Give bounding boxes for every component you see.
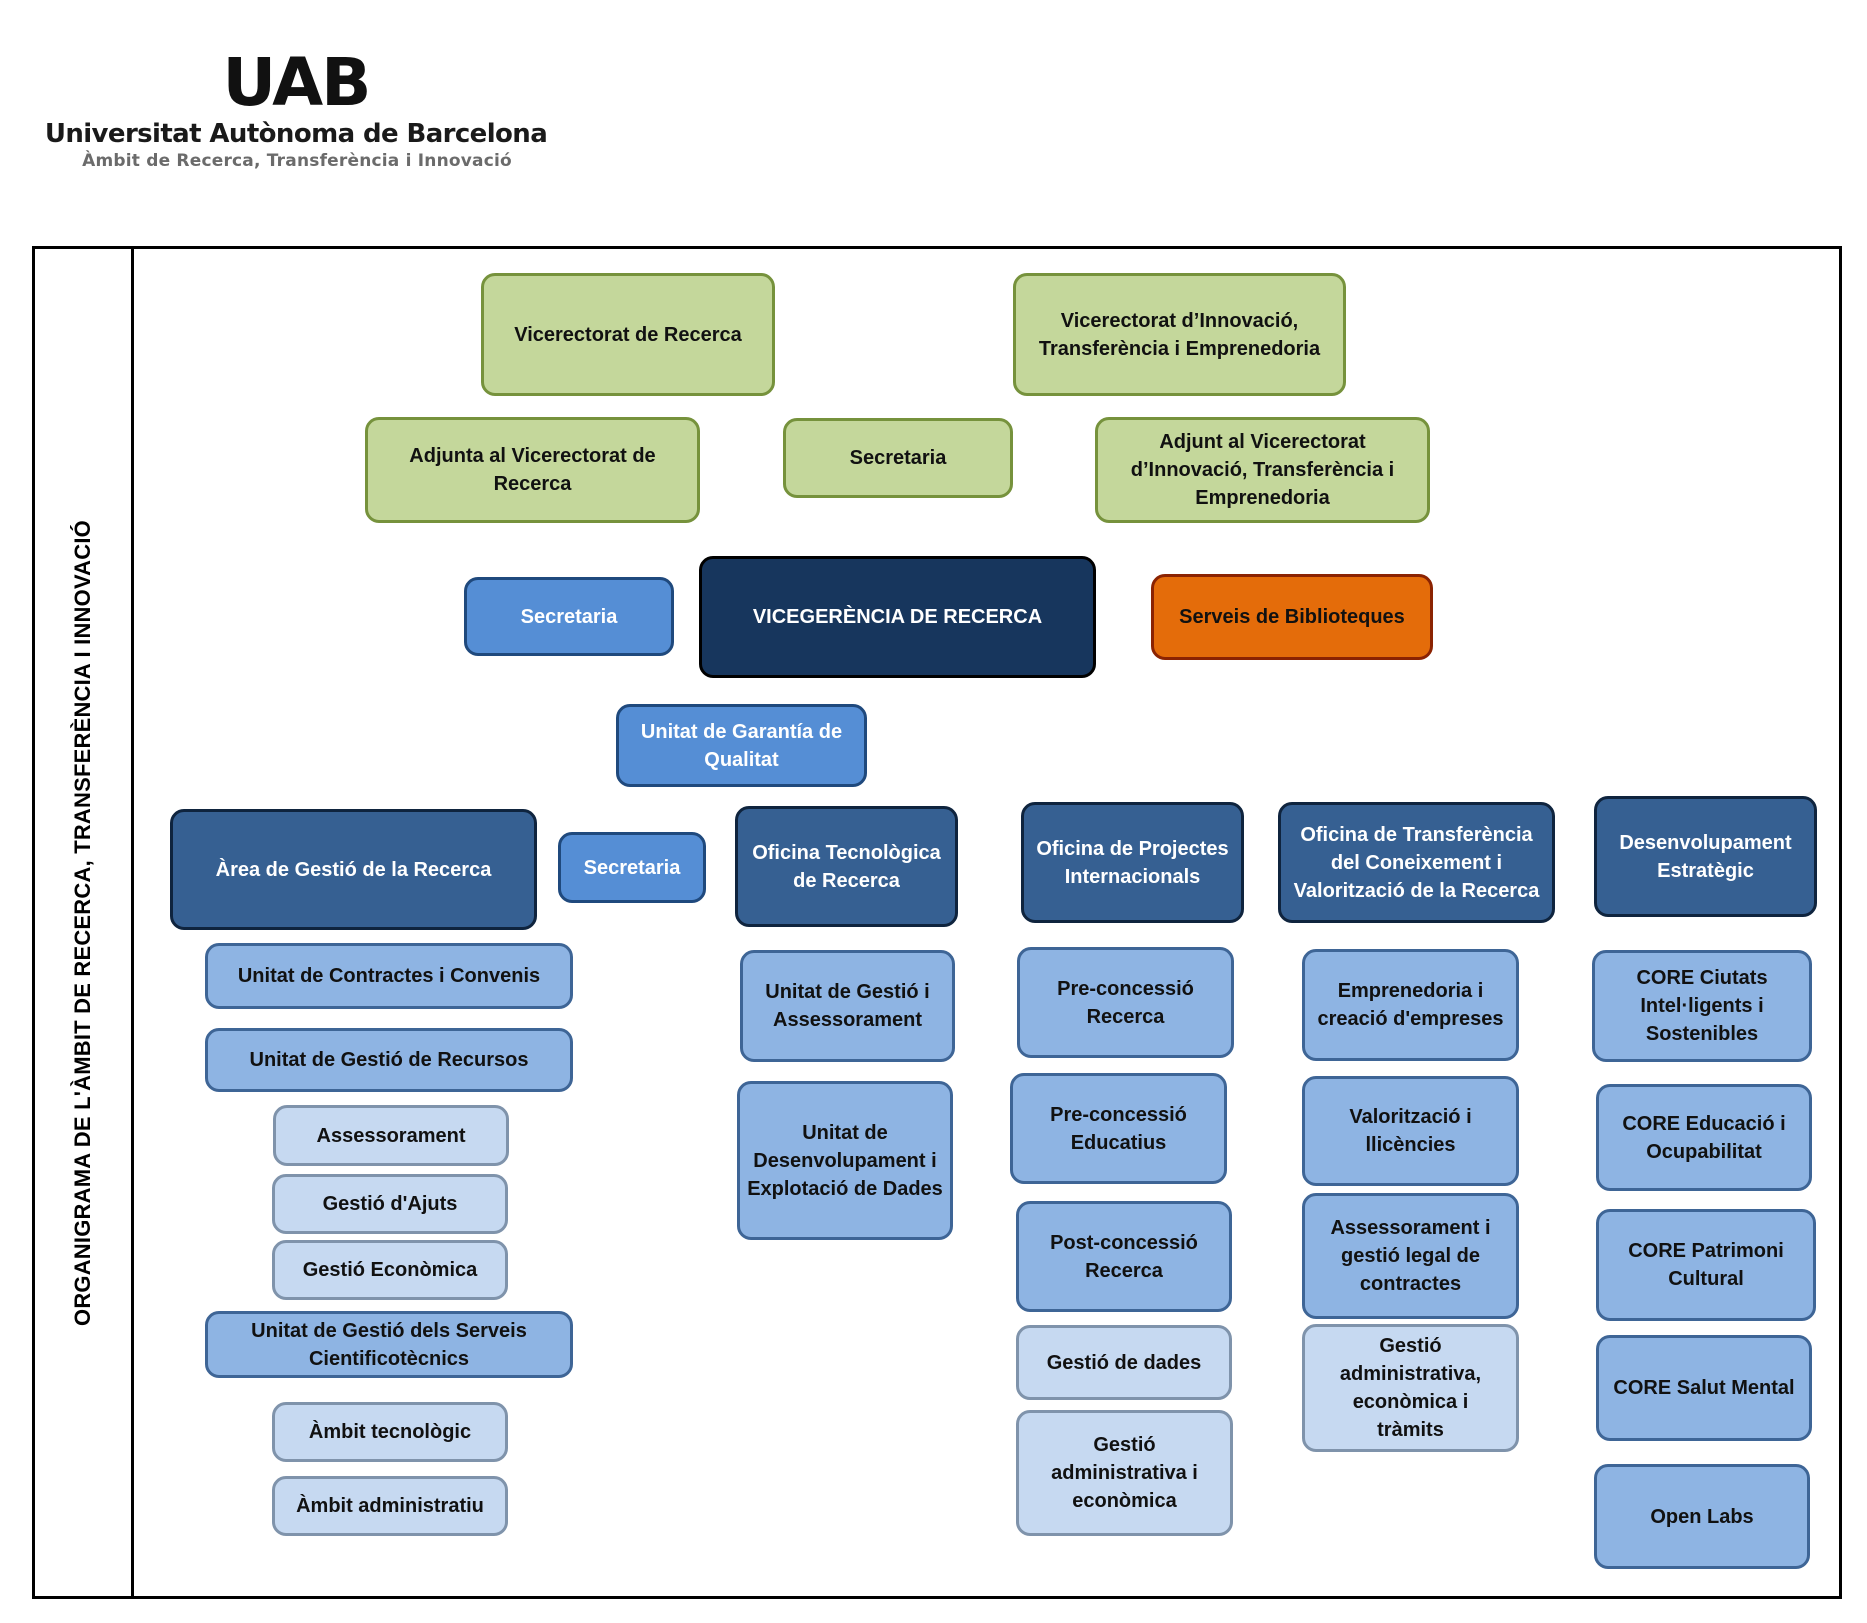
box-core-patrimoni: CORE Patrimoni Cultural <box>1596 1209 1816 1321</box>
box-secretaria-area: Secretaria <box>558 832 706 903</box>
box-label: Àmbit administratiu <box>296 1495 484 1517</box>
box-label: Gestió administrativa, econòmica i tràmi… <box>1339 1335 1482 1441</box>
box-emprenedoria: Emprenedoria i creació d'empreses <box>1302 949 1519 1061</box>
box-ambit-tecnologic: Àmbit tecnològic <box>272 1402 508 1462</box>
box-core-educacio: CORE Educació i Ocupabilitat <box>1596 1084 1812 1191</box>
box-label: Unitat de Garantía de Qualitat <box>640 720 843 771</box>
box-label: CORE Educació i Ocupabilitat <box>1622 1112 1786 1163</box>
box-label: Oficina de Transferència del Coneixement… <box>1293 823 1540 902</box>
box-label: Àrea de Gestió de la Recerca <box>215 858 492 881</box>
box-unitat-desenvolupament-dades: Unitat de Desenvolupament i Explotació d… <box>737 1081 953 1240</box>
box-label: Unitat de Contractes i Convenis <box>237 965 541 987</box>
box-label: Adjunta al Vicerectorat de Recerca <box>409 445 656 495</box>
box-oficina-projectes-internacionals: Oficina de Projectes Internacionals <box>1021 802 1244 923</box>
box-label: Pre-concessió Educatius <box>1050 1103 1187 1154</box>
box-valoritzacio-llicencies: Valorització i llicències <box>1302 1076 1519 1186</box>
box-vicerectorat-innovacio: Vicerectorat d’Innovació, Transferència … <box>1013 273 1346 396</box>
box-label: Secretaria <box>520 605 618 628</box>
box-core-ciutats: CORE Ciutats Intel·ligents i Sostenibles <box>1592 950 1812 1062</box>
box-oficina-tecnologica: Oficina Tecnològica de Recerca <box>735 806 958 927</box>
box-label: Unitat de Gestió i Assessorament <box>765 981 930 1031</box>
box-label: Valorització i llicències <box>1349 1106 1472 1156</box>
box-area-gestio-recerca: Àrea de Gestió de la Recerca <box>170 809 537 930</box>
side-title: ORGANIGRAMA DE L'ÀMBIT DE RECERCA, TRANS… <box>70 519 96 1326</box>
box-label: VICEGERÈNCIA DE RECERCA <box>752 606 1043 628</box>
box-label: Àmbit tecnològic <box>308 1421 472 1443</box>
box-core-salut-mental: CORE Salut Mental <box>1596 1335 1812 1441</box>
box-label: Post-concessió Recerca <box>1050 1231 1198 1282</box>
box-secretaria-vicegerencia: Secretaria <box>464 577 674 656</box>
box-secretaria-vicerectorat: Secretaria <box>783 418 1013 498</box>
box-label: Unitat de Gestió dels Serveis Cientifico… <box>251 1319 527 1370</box>
box-post-concessio-recerca: Post-concessió Recerca <box>1016 1201 1232 1312</box>
box-label: CORE Salut Mental <box>1613 1377 1795 1399</box>
box-label: Vicerectorat de Recerca <box>514 323 742 346</box>
box-gestio-dades: Gestió de dades <box>1016 1325 1232 1400</box>
logo-university-name: Universitat Autònoma de Barcelona <box>44 119 548 149</box>
box-assessorament-legal: Assessorament i gestió legal de contract… <box>1302 1193 1519 1319</box>
box-label: Desenvolupament Estratègic <box>1619 831 1792 882</box>
box-label: Gestió de dades <box>1046 1351 1202 1374</box>
box-vicegerencia-recerca: VICEGERÈNCIA DE RECERCA <box>699 556 1096 678</box>
box-label: Secretaria <box>849 447 947 469</box>
box-unitat-contractes: Unitat de Contractes i Convenis <box>205 943 573 1009</box>
box-open-labs: Open Labs <box>1594 1464 1810 1569</box>
logo-subtitle: Àmbit de Recerca, Transferència i Innova… <box>82 151 512 171</box>
box-unitat-gestio-assessorament: Unitat de Gestió i Assessorament <box>740 950 955 1062</box>
box-label: CORE Ciutats Intel·ligents i Sostenibles <box>1636 967 1768 1045</box>
box-adjunt-innovacio: Adjunt al Vicerectorat d’Innovació, Tran… <box>1095 417 1430 523</box>
box-label: Vicerectorat d’Innovació, Transferència … <box>1038 309 1321 360</box>
box-ambit-administratiu: Àmbit administratiu <box>272 1476 508 1536</box>
box-label: Secretaria <box>583 856 681 879</box>
box-adjunta-recerca: Adjunta al Vicerectorat de Recerca <box>365 417 700 523</box>
box-label: Unitat de Desenvolupament i Explotació d… <box>747 1121 943 1200</box>
box-garantia-qualitat: Unitat de Garantía de Qualitat <box>616 704 867 787</box>
box-label: CORE Patrimoni Cultural <box>1628 1240 1784 1290</box>
box-gestio-ajuts: Gestió d'Ajuts <box>272 1174 508 1234</box>
box-label: Assessorament <box>316 1124 466 1147</box>
box-label: Serveis de Biblioteques <box>1179 606 1405 628</box>
box-serveis-biblioteques: Serveis de Biblioteques <box>1151 574 1433 660</box>
box-unitat-gestio-recursos: Unitat de Gestió de Recursos <box>205 1028 573 1092</box>
box-label: Unitat de Gestió de Recursos <box>249 1049 529 1071</box>
box-label: Open Labs <box>1650 1505 1754 1528</box>
org-chart-frame <box>32 246 1842 1599</box>
box-gestio-administrativa-tramits: Gestió administrativa, econòmica i tràmi… <box>1302 1324 1519 1452</box>
box-unitat-serveis-cientificotecnics: Unitat de Gestió dels Serveis Cientifico… <box>205 1311 573 1378</box>
box-label: Gestió administrativa i econòmica <box>1051 1434 1198 1512</box>
box-pre-concessio-educatius: Pre-concessió Educatius <box>1010 1073 1227 1184</box>
box-assessorament: Assessorament <box>273 1105 509 1166</box>
box-label: Pre-concessió Recerca <box>1057 977 1194 1028</box>
box-label: Emprenedoria i creació d'empreses <box>1317 980 1504 1030</box>
box-label: Oficina Tecnològica de Recerca <box>752 841 941 892</box>
box-label: Adjunt al Vicerectorat d’Innovació, Tran… <box>1130 431 1395 509</box>
frame-divider <box>131 246 134 1599</box>
box-gestio-economica: Gestió Econòmica <box>272 1240 508 1300</box>
box-label: Gestió d'Ajuts <box>322 1193 458 1215</box>
box-label: Oficina de Projectes Internacionals <box>1036 837 1229 888</box>
box-pre-concessio-recerca: Pre-concessió Recerca <box>1017 947 1234 1058</box>
box-label: Gestió Econòmica <box>302 1259 478 1281</box>
side-title-column: ORGANIGRAMA DE L'ÀMBIT DE RECERCA, TRANS… <box>35 249 131 1596</box>
box-vicerectorat-recerca: Vicerectorat de Recerca <box>481 273 775 396</box>
logo-acronym: UAB <box>222 44 372 121</box>
box-desenvolupament-estrategic: Desenvolupament Estratègic <box>1594 796 1817 917</box>
box-oficina-transferencia: Oficina de Transferència del Coneixement… <box>1278 802 1555 923</box>
box-label: Assessorament i gestió legal de contract… <box>1330 1217 1491 1295</box>
box-gestio-administrativa-economica: Gestió administrativa i econòmica <box>1016 1410 1233 1536</box>
